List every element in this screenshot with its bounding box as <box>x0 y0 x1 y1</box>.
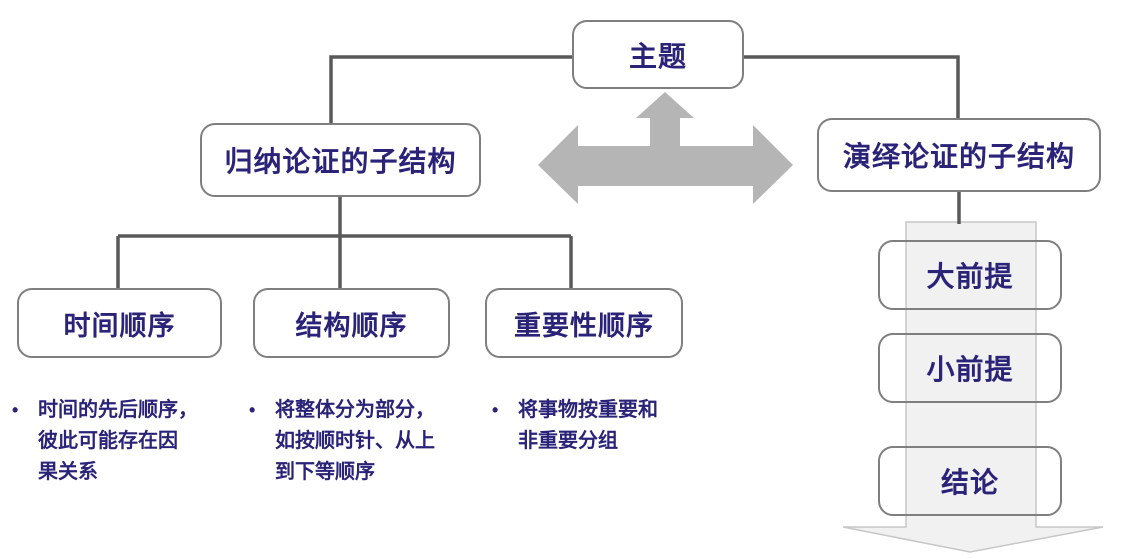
node-major-premise-label: 大前提 <box>926 261 1014 292</box>
node-minor-premise: 小前提 <box>878 333 1062 403</box>
node-deductive-branch: 演绎论证的子结构 <box>817 118 1101 192</box>
down-flow-arrow-icon <box>842 221 1104 553</box>
bullet-icon: • <box>249 400 256 420</box>
node-conclusion: 结论 <box>878 446 1062 516</box>
node-inductive-branch: 归纳论证的子结构 <box>200 123 481 197</box>
note-structure-order-text: 将整体分为部分， 如按顺时针、从上 到下等顺序 <box>275 399 435 483</box>
note-time-order-text: 时间的先后顺序， 彼此可能存在因 果关系 <box>38 399 198 483</box>
note-importance-order-text: 将事物按重要和 非重要分组 <box>518 399 658 452</box>
note-structure-order: • 将整体分为部分， 如按顺时针、从上 到下等顺序 <box>245 395 487 488</box>
connector-lines <box>116 55 961 288</box>
node-time-order: 时间顺序 <box>17 288 222 358</box>
node-importance-order: 重要性顺序 <box>485 288 683 358</box>
node-topic-label: 主题 <box>628 40 687 72</box>
node-importance-order-label: 重要性顺序 <box>514 310 654 341</box>
node-structure-order-label: 结构顺序 <box>295 310 408 341</box>
node-minor-premise-label: 小前提 <box>926 354 1014 385</box>
node-topic: 主题 <box>572 20 744 89</box>
node-major-premise: 大前提 <box>878 240 1062 310</box>
bullet-icon: • <box>492 400 499 420</box>
node-time-order-label: 时间顺序 <box>63 310 176 341</box>
node-inductive-label: 归纳论证的子结构 <box>224 146 457 177</box>
note-importance-order: • 将事物按重要和 非重要分组 <box>488 395 710 457</box>
node-conclusion-label: 结论 <box>940 467 999 498</box>
node-deductive-label: 演绎论证的子结构 <box>842 141 1075 172</box>
node-structure-order: 结构顺序 <box>253 288 450 358</box>
bullet-icon: • <box>12 400 19 420</box>
note-time-order: • 时间的先后顺序， 彼此可能存在因 果关系 <box>8 395 240 488</box>
three-way-arrow-icon <box>538 92 793 204</box>
